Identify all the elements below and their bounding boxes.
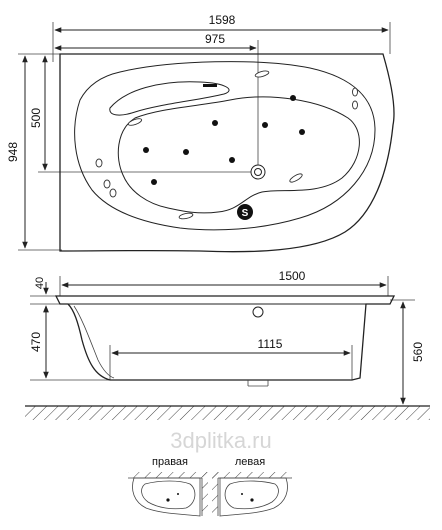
- rim-fitting: [109, 188, 117, 198]
- jet-dot: [183, 149, 189, 155]
- tub-basin: [117, 96, 360, 214]
- overall-depth-label: 948: [6, 142, 20, 162]
- variant-left: левая: [212, 456, 292, 517]
- watermark: 3dplitka.ru: [170, 428, 272, 453]
- variant-left-label: левая: [235, 456, 265, 468]
- overflow-fitting: [203, 84, 217, 87]
- rim-fitting: [95, 158, 103, 168]
- rim-fitting: [352, 100, 358, 110]
- side-view: 1500 1115 40 470 560: [25, 269, 430, 420]
- headrest: [109, 81, 230, 116]
- jet-dot: [290, 95, 296, 101]
- jet-dot: [212, 120, 218, 126]
- jet-dot: [299, 129, 305, 135]
- variant-right: правая: [128, 456, 208, 517]
- height-label: 560: [411, 342, 425, 362]
- rim-label: 40: [34, 277, 46, 289]
- tub-side-profile: [54, 295, 396, 381]
- inner-depth-label: 500: [29, 108, 43, 128]
- jet-dot: [143, 147, 149, 153]
- jet-dot: [262, 122, 268, 128]
- siphon-label: S: [242, 208, 249, 219]
- depth-label: 470: [29, 332, 43, 352]
- rim-fitting: [127, 118, 143, 126]
- bottom-length-label: 1115: [258, 337, 283, 351]
- tub-outer-outline: [59, 53, 395, 253]
- tub-rim: [74, 61, 376, 231]
- jet-dot: [229, 157, 235, 163]
- jet-dot: [151, 179, 157, 185]
- inner-width-label: 975: [205, 32, 225, 46]
- side-length-label: 1500: [279, 269, 306, 283]
- rim-fitting: [254, 70, 270, 78]
- siphon-marker: S: [237, 204, 253, 220]
- rim-fitting: [289, 173, 303, 183]
- variant-right-label: правая: [152, 456, 188, 468]
- overall-width-label: 1598: [209, 13, 236, 27]
- floor-hatch: [25, 406, 430, 420]
- rim-fitting: [352, 87, 358, 97]
- rim-fitting: [103, 179, 111, 189]
- drain-icon: [250, 164, 266, 180]
- rim-fitting: [178, 212, 194, 220]
- top-view: 1598 975 948 500 S: [6, 13, 395, 253]
- tub-inner-profile: [73, 305, 115, 379]
- overflow-icon: [252, 306, 264, 318]
